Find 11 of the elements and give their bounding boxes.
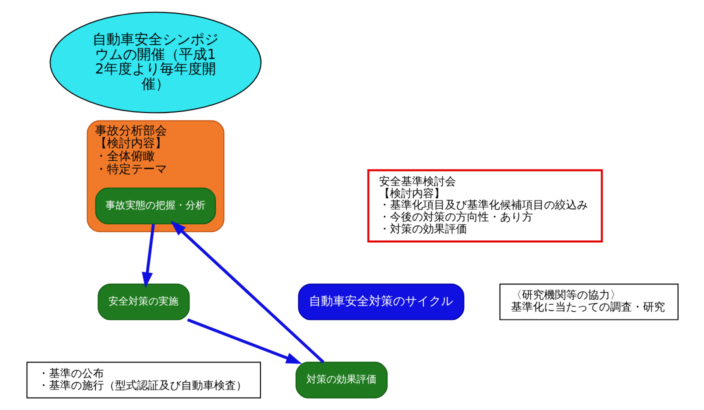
node-box: ・基準の公布 ・基準の施行（型式認証及び自動車検査） xyxy=(26,362,260,398)
arrow xyxy=(170,220,324,364)
node-box: 安全基準検討会 【検討内容】 ・基準化項目及び基準化候補項目の絞込み ・今後の対策の方向性・あり方 ・対策の効果評価 xyxy=(366,169,602,243)
node-box: 自動車安全対策のサイクル xyxy=(298,284,464,320)
arrow xyxy=(141,224,154,288)
node-box: 事故実態の把握・分析 xyxy=(94,188,216,224)
arrow xyxy=(186,318,302,364)
node-box: 〈研究機関等の協力〉 基準化に当たっての調査・研究 xyxy=(498,284,678,320)
node-box: 安全対策の実施 xyxy=(97,284,190,320)
node-ellipse: 自動車安全シンポジウムの開催（平成12年度より毎年度開催） xyxy=(49,12,262,114)
node-box: 対策の効果評価 xyxy=(295,362,388,398)
